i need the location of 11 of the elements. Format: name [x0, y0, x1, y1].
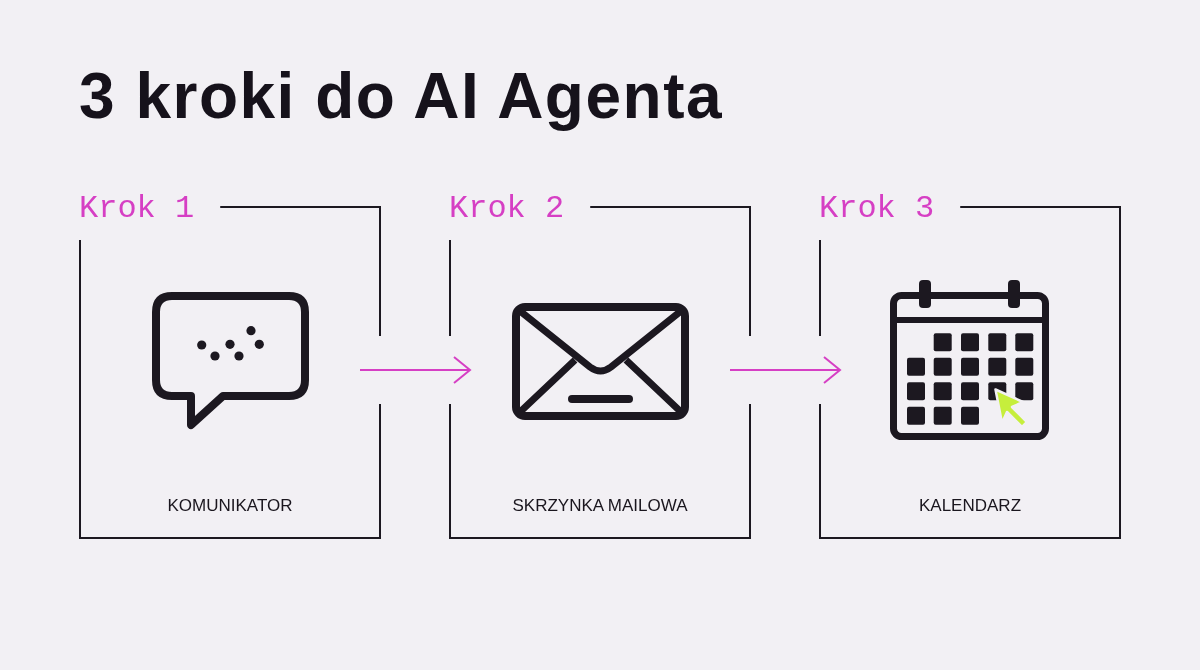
- step-heading: Krok 2: [449, 193, 565, 225]
- step-label: SKRZYNKA MAILOWA: [512, 497, 688, 514]
- step-panel: [79, 193, 381, 539]
- step-panel: [449, 193, 751, 539]
- step-label: KOMUNIKATOR: [167, 497, 293, 514]
- step-heading: Krok 3: [819, 193, 935, 225]
- step-label: KALENDARZ: [919, 497, 1021, 514]
- arrow: [729, 356, 841, 384]
- step-panel: [819, 193, 1121, 539]
- arrow: [359, 356, 471, 384]
- step-heading: Krok 1: [79, 193, 195, 225]
